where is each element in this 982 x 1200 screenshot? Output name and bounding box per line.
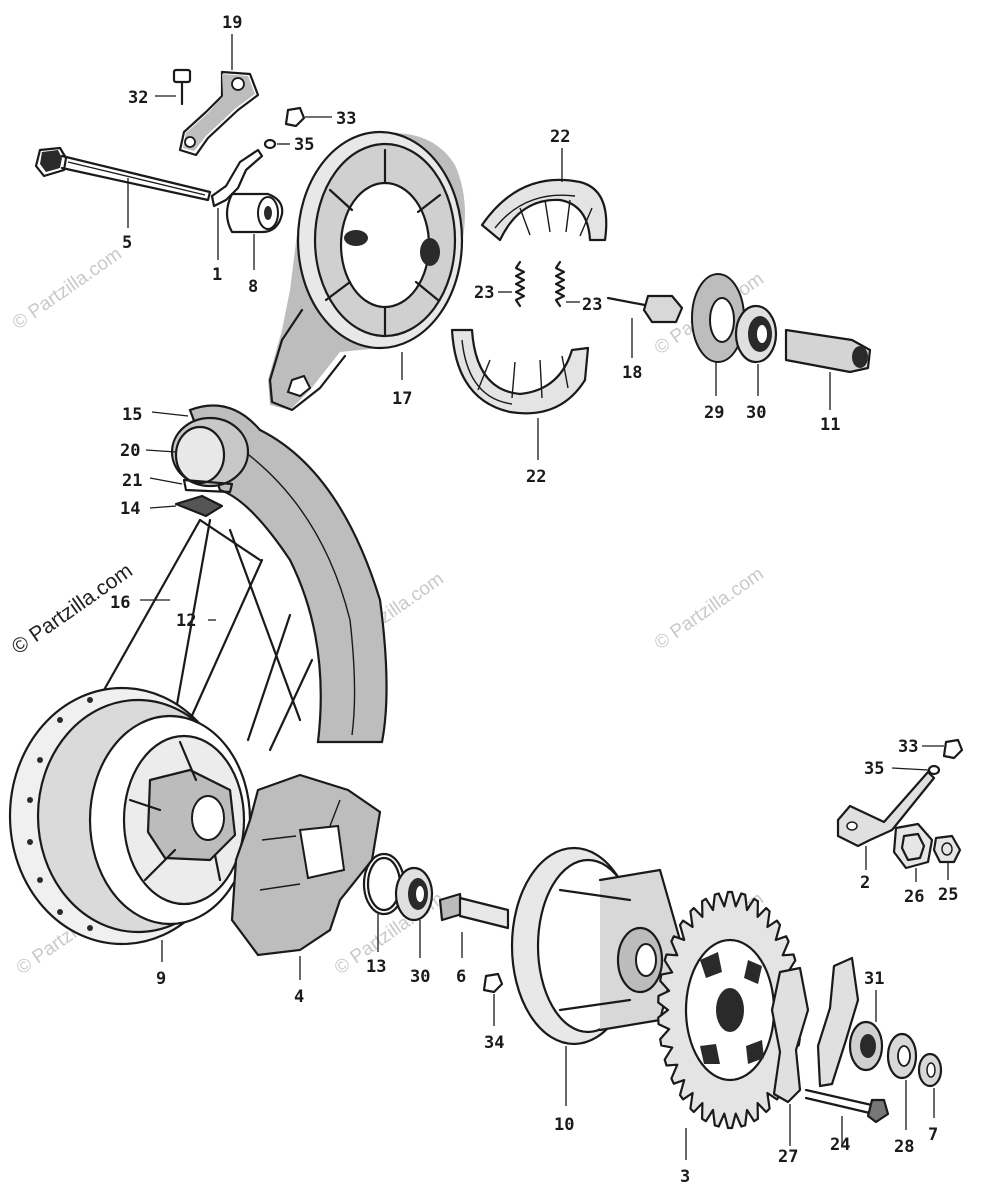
brake-arm-part[interactable] [178, 34, 260, 157]
sprocket-bolt-part[interactable] [438, 892, 510, 958]
wheel-rim-part[interactable] [8, 686, 252, 962]
watermark-text: © Partzilla.com [9, 243, 126, 334]
collar-part[interactable] [225, 192, 284, 270]
sprocket-part[interactable] [657, 890, 803, 1160]
callout-19: 19 [222, 13, 242, 33]
nut-small-part[interactable] [482, 972, 504, 1026]
chain-case-part[interactable] [151, 404, 388, 744]
nut-part[interactable] [284, 106, 332, 128]
callout-21: 21 [122, 471, 142, 491]
callout-22: 22 [550, 127, 570, 147]
callout-5: 5 [122, 233, 132, 253]
callout-31: 31 [864, 969, 884, 989]
callout-15: 15 [122, 405, 142, 425]
stud-part[interactable] [606, 294, 684, 358]
callout-33: 33 [898, 737, 918, 757]
callout-9: 9 [156, 969, 166, 989]
callout-3: 3 [680, 1167, 690, 1187]
callout-6: 6 [456, 967, 466, 987]
callout-labels: 19 32 33 35 5 1 8 22 23 23 17 18 29 30 1… [110, 13, 958, 1187]
callout-29: 29 [704, 403, 724, 423]
hex-nut-small-part[interactable] [932, 834, 962, 880]
callout-17: 17 [392, 389, 412, 409]
bearing-upper-part[interactable] [734, 304, 778, 396]
spoke-set-part[interactable] [102, 518, 314, 752]
chain-adjuster-plate-part[interactable] [816, 956, 884, 1088]
callout-8: 8 [248, 277, 258, 297]
brake-panel-part[interactable] [268, 130, 465, 412]
callout-34: 34 [484, 1033, 504, 1053]
lock-plate-part[interactable] [770, 966, 810, 1146]
callout-23: 23 [582, 295, 602, 315]
callout-33: 33 [336, 109, 356, 129]
brake-shoe-upper-part[interactable] [480, 148, 608, 242]
callout-23: 23 [474, 283, 494, 303]
bolt-band-part[interactable] [149, 477, 234, 494]
callout-1: 1 [212, 265, 222, 285]
brake-spring-right-part[interactable] [554, 260, 580, 308]
brake-shoe-lower-part[interactable] [450, 328, 590, 460]
clip-part[interactable] [149, 494, 224, 518]
callout-7: 7 [928, 1125, 938, 1145]
callout-10: 10 [554, 1115, 574, 1135]
callout-4: 4 [294, 987, 304, 1007]
callout-2: 2 [860, 873, 870, 893]
washer-part[interactable] [263, 138, 290, 150]
collar-nut-part[interactable] [784, 328, 872, 410]
watermark-text: © Partzilla.com [651, 563, 768, 654]
callout-30: 30 [746, 403, 766, 423]
washer-large-part[interactable] [886, 1032, 918, 1130]
callout-28: 28 [894, 1137, 914, 1157]
washer-right-part[interactable] [891, 764, 941, 776]
callout-32: 32 [128, 88, 148, 108]
callout-26: 26 [904, 887, 924, 907]
callout-35: 35 [864, 759, 884, 779]
fender-bracket-part[interactable] [145, 416, 250, 488]
callout-18: 18 [622, 363, 642, 383]
brake-arm-bolt-part[interactable] [155, 68, 192, 106]
stopper-arm-part[interactable] [836, 770, 936, 870]
callout-24: 24 [830, 1135, 850, 1155]
callout-16: 16 [110, 593, 130, 613]
callout-25: 25 [938, 885, 958, 905]
bolt-long-part[interactable] [804, 1088, 890, 1146]
dust-seal-part[interactable] [691, 273, 745, 396]
rim-holes [27, 697, 93, 931]
callout-27: 27 [778, 1147, 798, 1167]
hex-nut-part[interactable] [892, 822, 934, 882]
callout-14: 14 [120, 499, 140, 519]
axle-part[interactable] [34, 146, 212, 228]
callout-35: 35 [294, 135, 314, 155]
nut-end-part[interactable] [917, 1052, 943, 1118]
brake-spring-left-part[interactable] [498, 260, 526, 308]
callout-13: 13 [366, 957, 386, 977]
callout-22: 22 [526, 467, 546, 487]
damper-rubber-part[interactable] [230, 773, 382, 980]
callout-20: 20 [120, 441, 140, 461]
callout-12: 12 [176, 611, 196, 631]
bearing-lower-part[interactable] [394, 866, 434, 958]
callout-11: 11 [820, 415, 840, 435]
callout-30: 30 [410, 967, 430, 987]
final-driven-flange-part[interactable] [510, 846, 682, 1106]
nut-right-part[interactable] [922, 738, 964, 760]
